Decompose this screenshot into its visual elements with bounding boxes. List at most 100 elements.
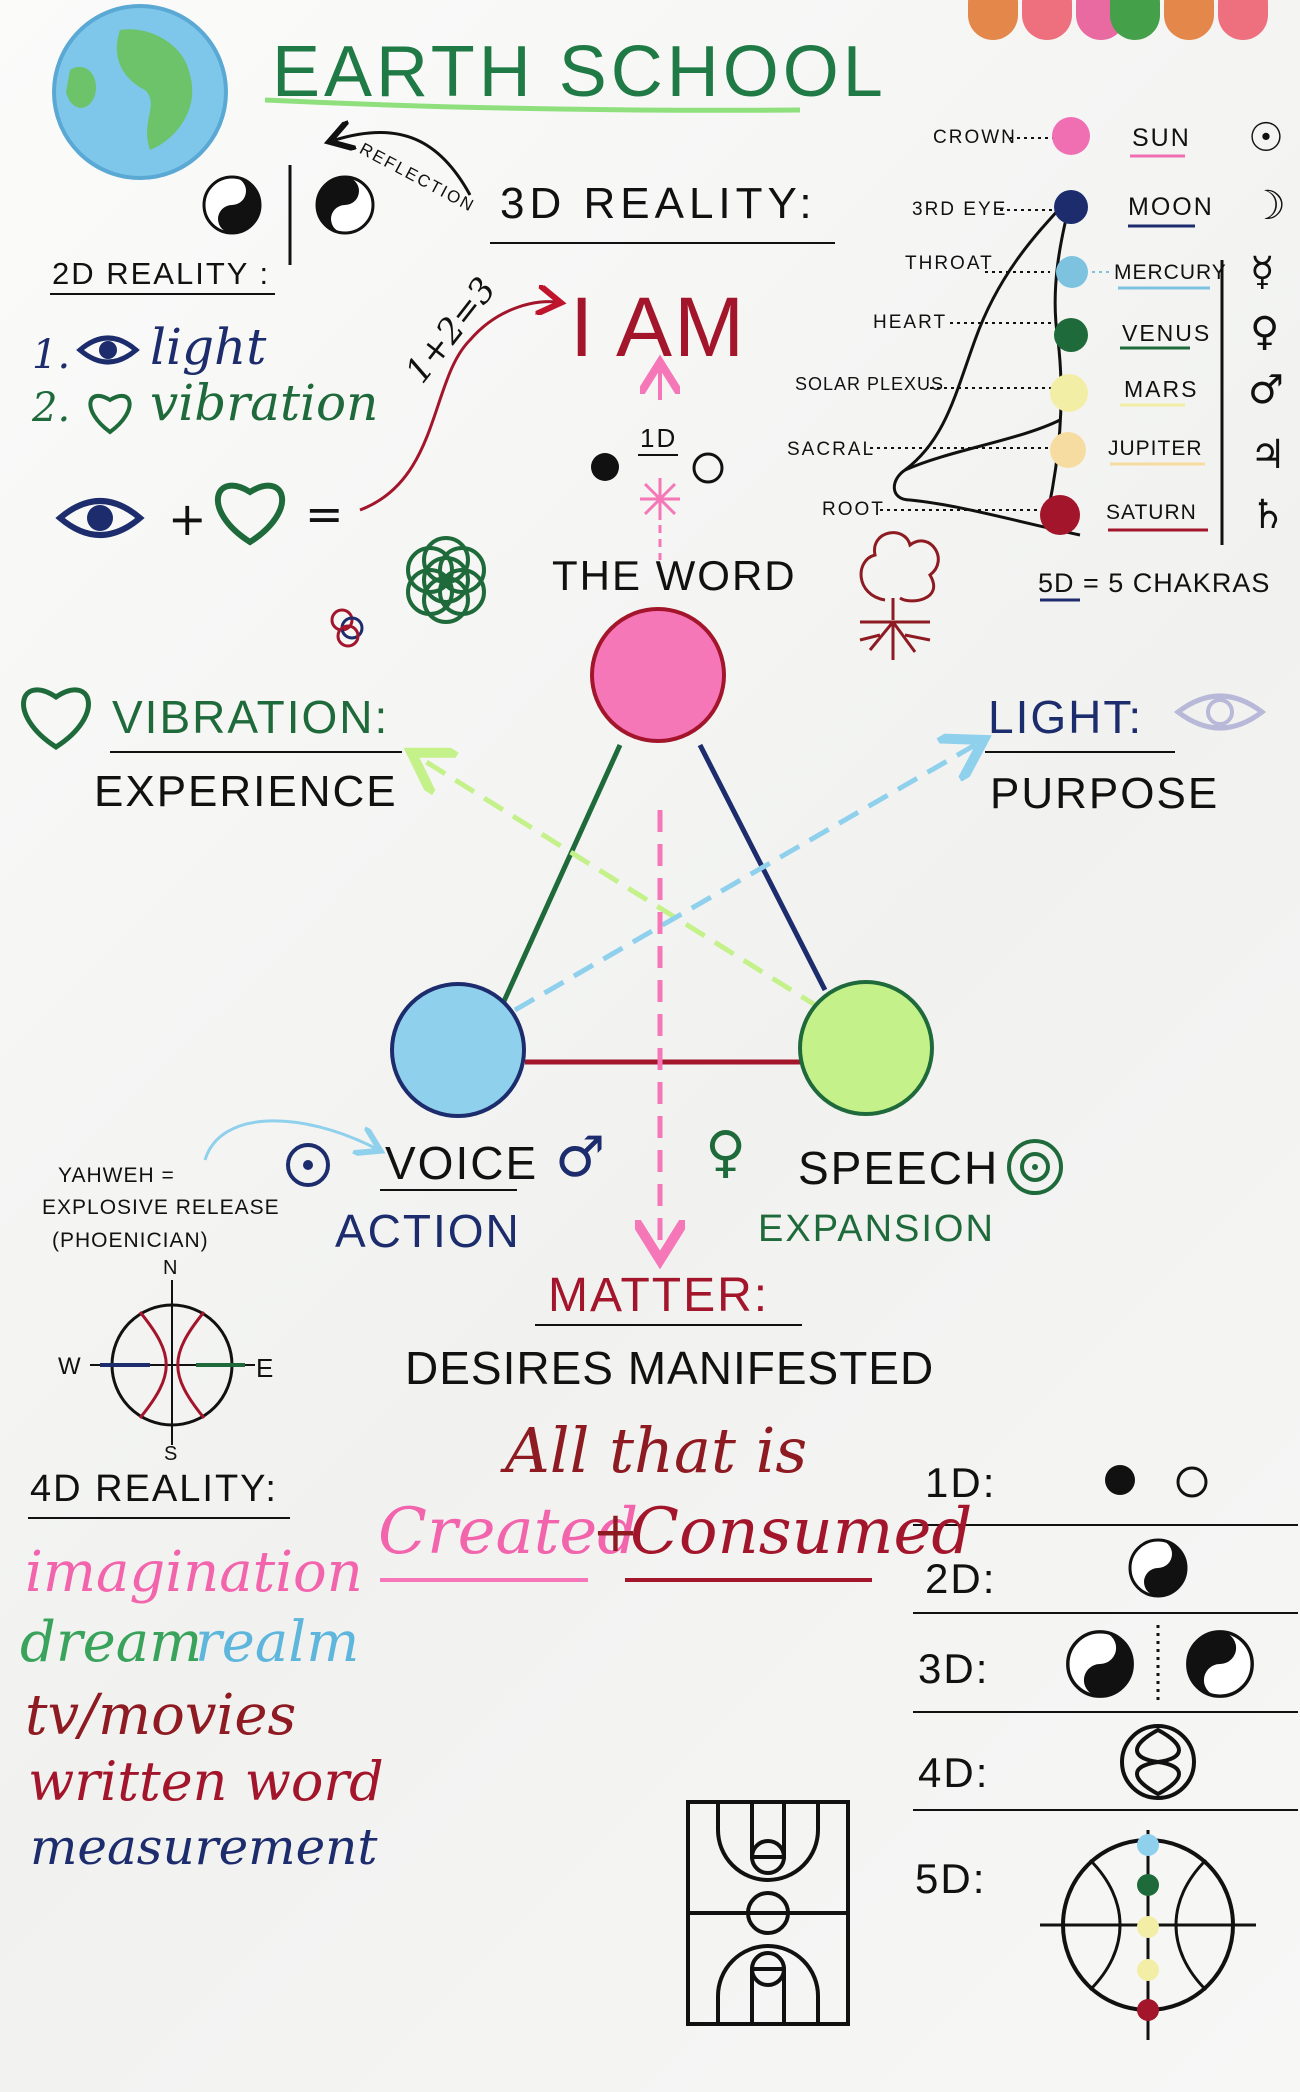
five-d-chakra-circle-icon [1040, 1830, 1256, 2040]
svg-text:+: + [168, 492, 207, 546]
light-heading: LIGHT: [988, 691, 1144, 743]
i-am-heading: I AM [570, 280, 747, 374]
black-dot-icon [1105, 1465, 1135, 1495]
four-d-item: dream [20, 1610, 203, 1675]
dimension-label: 1D: [925, 1459, 997, 1506]
planet-symbol-icon: ☉ [1248, 115, 1284, 161]
two-d-reality-title: 2D REALITY : [52, 256, 271, 291]
chakra-label: CROWN [933, 127, 1017, 148]
dimension-label: 2D: [925, 1555, 997, 1602]
tree-icon [859, 531, 940, 660]
chakra-dot [1054, 190, 1088, 224]
top-node-circle [590, 607, 726, 743]
consumed-word: Consumed [630, 1495, 973, 1569]
three-d-reality-title: 3D REALITY: [500, 179, 817, 228]
yin-yang-icon [1186, 1630, 1254, 1698]
eye-icon [1173, 693, 1267, 731]
the-word-label: THE WORD [552, 552, 797, 599]
list-number: 1. [32, 332, 71, 378]
compass-west-label: W [58, 1353, 83, 1380]
triangle-diagram [390, 607, 975, 1250]
chakra-label: THROAT [905, 253, 994, 274]
sun-symbol-icon [286, 1143, 330, 1187]
chakra-dot [1050, 432, 1086, 468]
planet-label: MERCURY [1114, 261, 1227, 284]
planet-label: VENUS [1122, 320, 1212, 346]
left-node-circle [390, 982, 526, 1118]
heart-icon [21, 687, 91, 750]
planet-label: SATURN [1106, 501, 1197, 524]
yahweh-line: (PHOENICIAN) [52, 1229, 209, 1252]
list-number: 2. [32, 385, 71, 431]
plus-sign: + [592, 1500, 639, 1565]
desires-manifested: DESIRES MANIFESTED [405, 1342, 935, 1394]
venus-symbol-icon: ♀ [705, 1120, 747, 1185]
yin-yang-icon [202, 175, 262, 235]
chakra-dot [1040, 495, 1080, 535]
dimension-label: 5D: [915, 1855, 987, 1902]
list-item-vibration: vibration [150, 374, 379, 432]
compass-icon [90, 1280, 255, 1445]
eye-icon [76, 335, 140, 365]
planet-symbol-icon: ♀ [1250, 309, 1280, 355]
magnet [1110, 0, 1160, 40]
magnet [968, 0, 1018, 40]
planet-label: JUPITER [1108, 437, 1203, 460]
magnet [1218, 0, 1268, 40]
list-item-light: light [150, 318, 267, 376]
yin-yang-icon [1128, 1538, 1188, 1598]
chakra-dot [1054, 318, 1088, 352]
yin-yang-icon [315, 175, 375, 235]
chakra-label: ROOT [822, 499, 885, 520]
four-d-reality-title: 4D REALITY: [30, 1468, 278, 1510]
black-dot-icon [591, 453, 619, 481]
yahweh-line: YAHWEH = [58, 1164, 175, 1187]
mars-symbol-icon: ♂ [555, 1125, 606, 1190]
chakra-label: SOLAR PLEXUS [795, 374, 945, 394]
four-d-item: written word [28, 1750, 384, 1813]
target-symbol-icon [1007, 1139, 1063, 1195]
dimension-label: 4D: [918, 1749, 990, 1796]
planet-symbol-icon: ♄ [1250, 492, 1286, 538]
planet-symbol-icon: ♃ [1250, 432, 1286, 478]
flower-of-life-icon [406, 536, 486, 624]
earth-globe-icon [52, 4, 228, 180]
white-dot-icon [692, 452, 724, 484]
chakra-dot [1056, 256, 1088, 288]
infinity-circle-icon [1120, 1724, 1196, 1800]
eye-icon [55, 498, 145, 538]
four-d-item: imagination [25, 1540, 363, 1605]
svg-text:=: = [305, 487, 344, 541]
matter-heading: MATTER: [548, 1269, 770, 1322]
chakra-dot [1052, 117, 1090, 155]
planet-symbol-icon: ☽ [1250, 183, 1286, 229]
experience-label: EXPERIENCE [94, 767, 398, 816]
right-node-circle [798, 980, 934, 1116]
chakra-label: 3RD EYE [912, 199, 1008, 220]
yahweh-line: EXPLOSIVE RELEASE [42, 1196, 280, 1219]
all-that-is: All that is [505, 1414, 808, 1487]
voice-label: VOICE [385, 1137, 539, 1189]
planet-label: MARS [1124, 376, 1199, 402]
action-label: ACTION [335, 1205, 521, 1257]
magnet [1022, 0, 1072, 40]
small-trinity-icon [330, 608, 364, 648]
chakra-label: HEART [873, 312, 948, 333]
purpose-label: PURPOSE [990, 769, 1220, 818]
white-dot-icon [1176, 1466, 1208, 1498]
planet-symbol-icon: ☿ [1250, 249, 1275, 295]
four-d-item: tv/movies [25, 1683, 297, 1748]
four-d-item: realm [195, 1610, 360, 1675]
planet-symbol-icon: ♂ [1248, 367, 1284, 413]
heart-icon [88, 393, 132, 435]
compass-north-label: N [163, 1257, 180, 1279]
vibration-heading: VIBRATION: [112, 691, 390, 743]
dimension-label: 3D: [918, 1645, 990, 1692]
four-d-item: measurement [30, 1818, 378, 1876]
basketball-court-icon [686, 1800, 850, 2026]
planet-label: MOON [1128, 193, 1214, 221]
one-d-label: 1D [640, 423, 678, 453]
heart-icon [215, 482, 285, 546]
